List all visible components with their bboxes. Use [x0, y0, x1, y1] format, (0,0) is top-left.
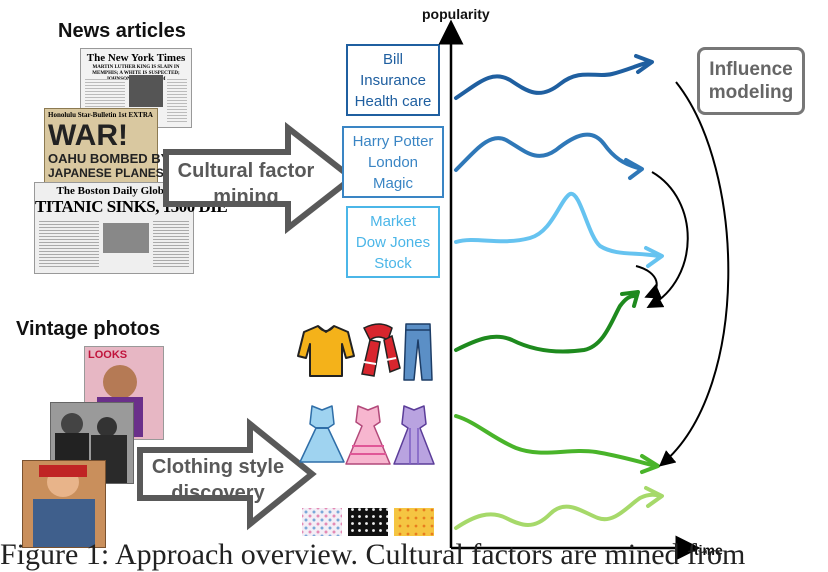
influence-arrow-long	[658, 81, 730, 467]
clothing-label-line2: discovery	[171, 482, 265, 504]
cultural-label-line2: mining	[213, 186, 279, 208]
vintage-photos-title: Vintage photos	[16, 318, 161, 340]
clothing-label-line1: Clothing style	[151, 456, 285, 478]
factor-term: London	[367, 153, 419, 171]
influence-label-line2: modeling	[708, 82, 794, 103]
cultural-label-line1: Cultural factor	[177, 160, 315, 182]
clothing-style-discovery-arrow	[137, 417, 317, 531]
clothing-row-patterns	[302, 508, 434, 536]
photo-titanic	[103, 223, 149, 253]
pink-dress-icon	[345, 405, 391, 465]
magazine-portrait	[103, 365, 137, 399]
y-axis-label: popularity	[422, 6, 490, 22]
nyt-masthead: The New York Times	[86, 52, 186, 64]
blue-dress-icon	[299, 405, 345, 463]
polka-dot-pattern-swatch	[348, 508, 388, 536]
trend-arrowhead-market	[644, 246, 664, 268]
news-articles-title: News articles	[58, 20, 186, 42]
photo-person-head	[61, 413, 83, 435]
honolulu-headline-japanese: JAPANESE PLANES	[48, 166, 164, 180]
influence-modeling-box: Influence modeling	[697, 47, 805, 115]
scarf-icon	[361, 323, 401, 377]
trend-arrowhead-dresses	[640, 454, 660, 474]
factor-term: Health care	[354, 92, 432, 110]
clothing-row-basics	[297, 323, 433, 381]
x-axis-label: time	[694, 542, 723, 558]
sweater-icon	[297, 325, 355, 377]
jeans-icon	[403, 323, 433, 381]
influence-arrow-short	[635, 265, 663, 299]
factor-box-harry-potter: Harry Potter London Magic	[342, 126, 444, 198]
trend-line-market	[454, 192, 660, 258]
factor-box-market: Market Dow Jones Stock	[346, 206, 440, 278]
boston-masthead: The Boston Daily Globe.	[56, 185, 172, 197]
factor-term: Harry Potter	[352, 132, 434, 150]
trend-arrowhead-patterns	[644, 486, 664, 508]
factor-term: Magic	[372, 174, 413, 192]
factor-term: Bill	[382, 50, 403, 68]
factor-term: Market	[370, 212, 416, 230]
trend-line-patterns	[454, 492, 662, 530]
influence-label-line1: Influence	[709, 59, 793, 80]
vintage-photo-worker	[22, 460, 106, 548]
honolulu-masthead: Honolulu Star-Bulletin 1st EXTRA	[48, 111, 153, 119]
trend-line-dresses	[454, 414, 658, 468]
cultural-factor-mining-label: Cultural factor mining	[166, 158, 326, 210]
trend-arrowhead-harry-potter	[624, 158, 644, 180]
trend-line-basics	[454, 294, 636, 354]
photo-king	[129, 75, 163, 107]
photo-worker-overalls	[33, 499, 95, 547]
boston-text-column	[153, 221, 189, 269]
photo-person-head	[97, 417, 117, 437]
cultural-factor-mining-arrow	[163, 121, 357, 235]
factor-term: Stock	[374, 254, 412, 272]
factor-box-health: Bill Insurance Health care	[346, 44, 440, 116]
trend-line-harry-potter	[454, 132, 640, 172]
floral-pattern-swatch	[302, 508, 342, 536]
figure-caption: Figure 1: Approach overview. Cultural fa…	[0, 538, 746, 571]
magazine-title: LOOKS	[88, 349, 128, 361]
clothing-row-dresses	[299, 405, 435, 465]
trend-arrowhead-bill	[634, 54, 654, 74]
factor-term: Dow Jones	[355, 233, 431, 251]
trend-arrowhead-basics	[620, 290, 640, 308]
influence-arrow-mid	[646, 171, 689, 308]
honolulu-headline-oahu: OAHU BOMBED BY	[48, 151, 170, 166]
trend-line-bill	[454, 60, 652, 100]
factor-term: Insurance	[360, 71, 426, 89]
purple-dress-icon	[393, 405, 435, 465]
photo-worker-bandana	[39, 465, 87, 477]
honolulu-headline-war: WAR!	[48, 119, 128, 152]
clothing-style-discovery-label: Clothing style discovery	[138, 454, 298, 506]
nyt-text-column	[167, 79, 187, 123]
boston-text-column	[39, 221, 99, 269]
yellow-pattern-swatch	[394, 508, 434, 536]
